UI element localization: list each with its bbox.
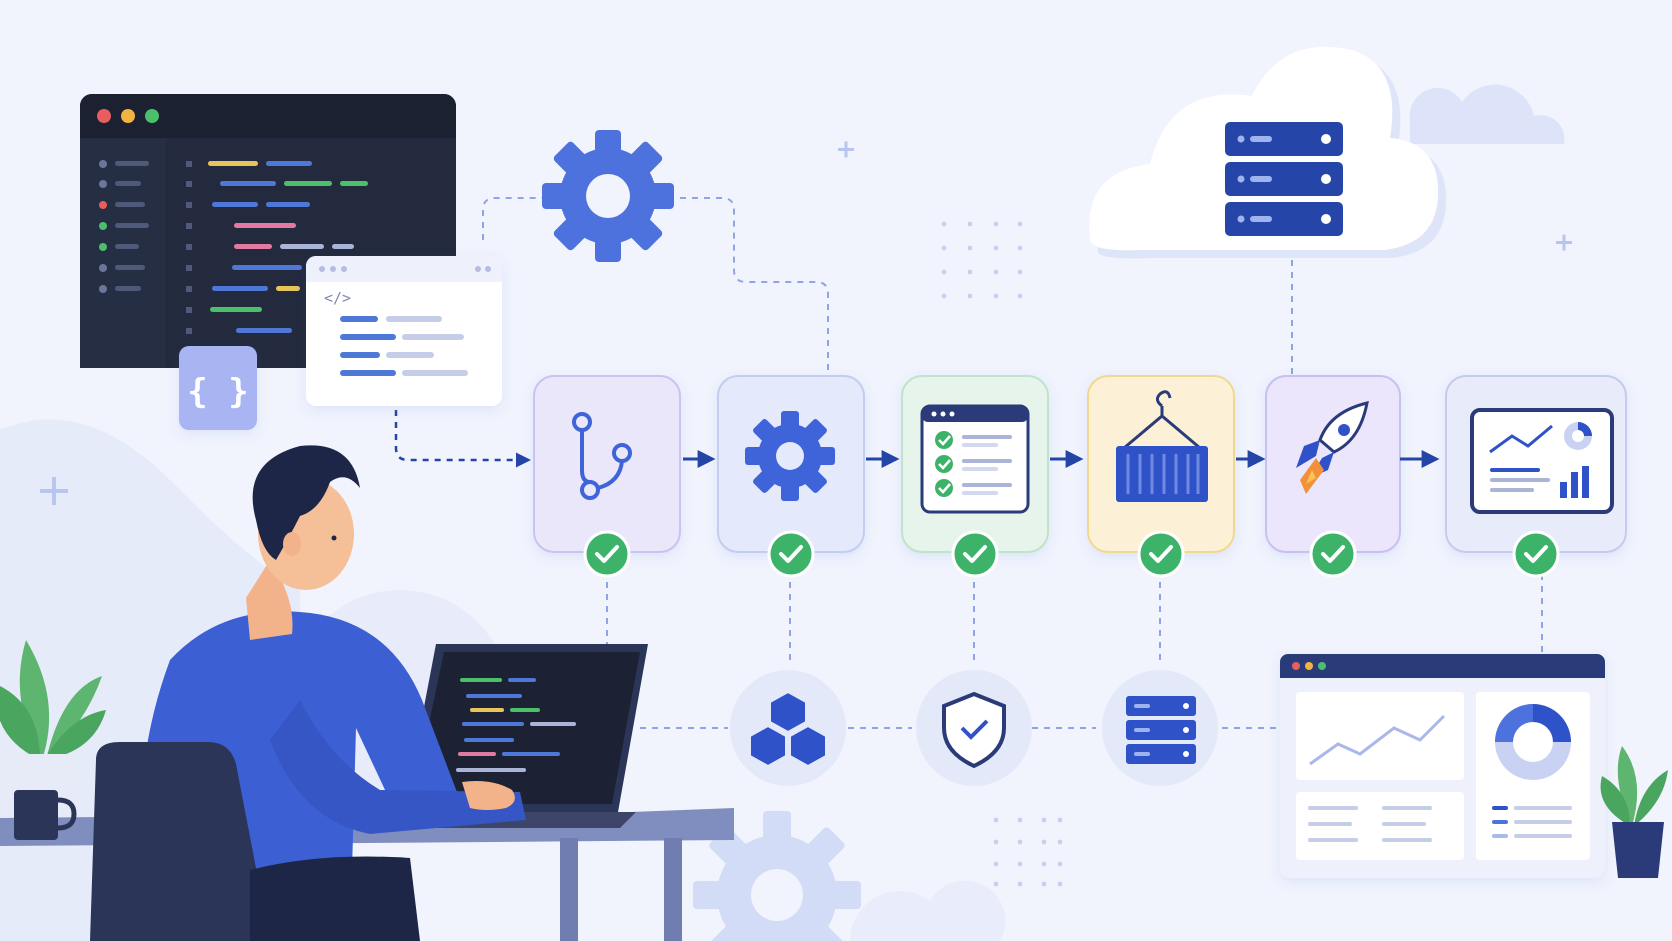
code-tag-label: </>: [324, 289, 351, 307]
cubes-icon: [749, 690, 827, 768]
success-check-icon: [1512, 530, 1560, 578]
gear-icon: [745, 411, 835, 501]
code-to-pipeline-connector: [394, 410, 531, 468]
success-check-icon: [951, 530, 999, 578]
cloud-server-rack: [1225, 122, 1343, 236]
sidebar-lines: [99, 160, 149, 293]
code-snippet-card: </>: [306, 256, 502, 406]
office-chair: [90, 742, 420, 941]
laptop-code-lines: [456, 678, 576, 772]
pipeline-stage-card: [1265, 375, 1401, 553]
shipping-container-icon: [1116, 390, 1208, 502]
analytics-dashboard-window: [1280, 654, 1605, 878]
success-check-icon: [1137, 530, 1185, 578]
small-cloud-icon: [1409, 84, 1565, 144]
coffee-mug-icon: [14, 790, 77, 840]
success-check-icon: [1309, 530, 1357, 578]
plus-decorations: [40, 141, 1572, 505]
test-checklist-icon: [920, 404, 1030, 514]
support-node-security: [916, 670, 1032, 786]
pipeline-stage-card: [533, 375, 681, 553]
dot-grid: [941, 221, 1063, 887]
server-icon: [1126, 696, 1196, 764]
shield-check-icon: [942, 691, 1006, 769]
support-node-cubes: [730, 670, 846, 786]
support-node-servers: [1102, 670, 1218, 786]
json-braces: { }: [187, 372, 248, 412]
pipeline-stages: [533, 375, 1627, 578]
code-lines: [186, 161, 368, 334]
file-sidebar: [80, 138, 166, 368]
potted-plant-right: [1600, 746, 1668, 878]
close-dot: [97, 109, 111, 123]
settings-gear-icon: [542, 130, 674, 262]
monitoring-dashboard-icon: [1470, 408, 1614, 514]
json-badge: { }: [179, 346, 257, 430]
rocket-icon: [1296, 400, 1369, 494]
minimize-dot: [121, 109, 135, 123]
background-gear-icon: [693, 811, 861, 941]
cloud-server-icon: [1089, 46, 1447, 259]
git-branch-icon: [572, 412, 632, 500]
success-check-icon: [583, 530, 631, 578]
maximize-dot: [145, 109, 159, 123]
success-check-icon: [767, 530, 815, 578]
